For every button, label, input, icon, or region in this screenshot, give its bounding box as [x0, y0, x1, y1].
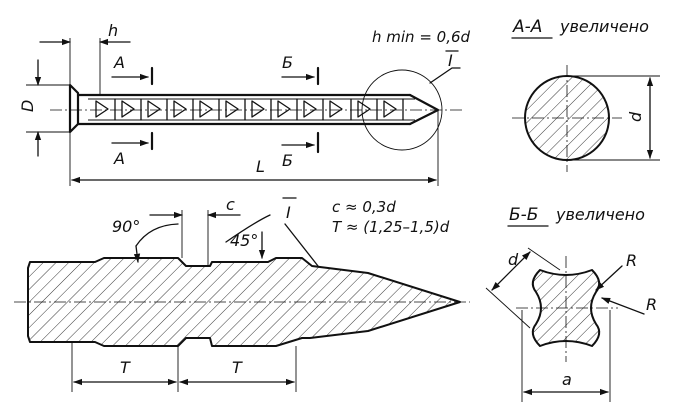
a-label: a: [562, 370, 572, 389]
nail-head: [68, 83, 80, 134]
section-BB-d-dim: [491, 251, 531, 291]
angle-45-label: 45°: [230, 231, 258, 250]
h-label: h: [108, 21, 118, 40]
T-right-label: T: [232, 358, 243, 377]
section-AA-d-label: d: [626, 111, 645, 122]
section-BB-d-ext-1: [485, 287, 531, 329]
nail-main-view: I h h min = 0,6d D L А А: [18, 21, 471, 186]
section-BB-note: увеличено: [555, 205, 645, 224]
detail-I-enlarged: 90° c 45° I c ≈ 0,3d T ≈ (1,25–1,5)d T T: [14, 195, 470, 392]
B-top-label: Б: [282, 53, 293, 72]
angle-45-arc: [225, 214, 271, 243]
section-BB-d-ext-2: [527, 247, 561, 271]
A-bottom-label: А: [113, 149, 125, 168]
T-left-label: T: [120, 358, 131, 377]
notch-pattern: [95, 98, 404, 121]
section-B-marker: Б Б: [281, 53, 320, 170]
section-AA-note: увеличено: [559, 17, 649, 36]
D-label: D: [18, 100, 37, 112]
detail-I-circle: [361, 69, 443, 151]
R-top-label: R: [626, 251, 637, 270]
detail-I-leader: [429, 67, 461, 84]
angle-90-arc: [135, 223, 179, 247]
L-label: L: [256, 157, 265, 176]
detail-I-label: I: [448, 51, 453, 70]
R-right-label: R: [646, 295, 657, 314]
section-A-marker: А А: [111, 53, 154, 168]
angle-90-label: 90°: [112, 217, 140, 236]
section-BB-view: Б-Б увеличено d R R a: [485, 205, 657, 402]
B-bottom-label: Б: [282, 151, 293, 170]
c-formula: c ≈ 0,3d: [332, 198, 396, 216]
R-right-leader: [601, 297, 645, 315]
section-AA-title: А-А: [512, 17, 542, 37]
A-top-label: А: [113, 53, 125, 72]
c-label: c: [226, 195, 235, 214]
detail-I-bottom-label: I: [286, 203, 291, 222]
section-BB-d-label: d: [508, 250, 519, 269]
detail-I-bottom-leader: [284, 223, 319, 267]
section-BB-title: Б-Б: [509, 205, 538, 225]
R-top-leader: [595, 265, 623, 291]
h-min-label: h min = 0,6d: [372, 28, 471, 46]
angle-90-arrow: [133, 245, 141, 263]
section-AA-view: А-А увеличено d: [511, 17, 660, 172]
T-formula: T ≈ (1,25–1,5)d: [332, 218, 450, 236]
